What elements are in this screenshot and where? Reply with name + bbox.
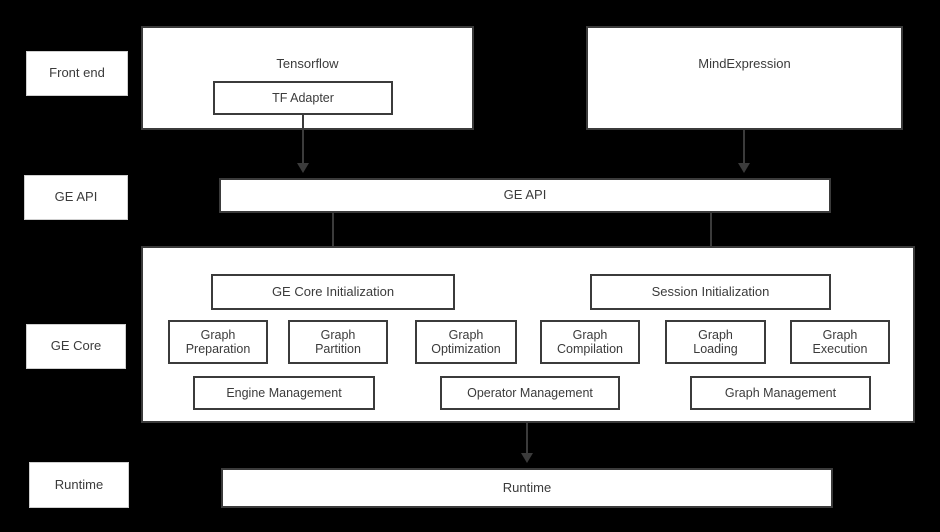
graph-partition-box[interactable]: Graph Partition (288, 320, 388, 364)
session-initialization-box[interactable]: Session Initialization (590, 274, 831, 310)
layer-label-ge-api: GE API (24, 175, 128, 220)
graph-optimization-label: Graph Optimization (431, 327, 501, 356)
graph-optimization-box[interactable]: Graph Optimization (415, 320, 517, 364)
layer-label-ge-api-text: GE API (54, 189, 98, 205)
operator-management-label: Operator Management (467, 385, 593, 400)
layer-label-front-end-text: Front end (49, 65, 105, 81)
graph-execution-box[interactable]: Graph Execution (790, 320, 890, 364)
connector-ge-core-to-runtime (526, 423, 528, 456)
mindexpression-container[interactable]: MindExpression (586, 26, 903, 130)
ge-core-initialization-label: GE Core Initialization (271, 283, 395, 299)
arrowhead-ge-core-to-runtime (521, 453, 533, 463)
connector-ge-api-to-ge-core-init (332, 213, 334, 260)
ge-core-initialization-box[interactable]: GE Core Initialization (211, 274, 455, 310)
tensorflow-label: Tensorflow (276, 56, 339, 71)
graph-preparation-box[interactable]: Graph Preparation (168, 320, 268, 364)
graph-management-label: Graph Management (724, 385, 837, 400)
operator-management-box[interactable]: Operator Management (440, 376, 620, 410)
graph-execution-label: Graph Execution (812, 327, 868, 356)
graph-loading-label: Graph Loading (693, 327, 738, 356)
graph-management-box[interactable]: Graph Management (690, 376, 871, 410)
graph-compilation-label: Graph Compilation (556, 327, 623, 356)
engine-management-box[interactable]: Engine Management (193, 376, 375, 410)
connector-ge-api-to-session-init (710, 213, 712, 260)
mindexpression-label: MindExpression (698, 56, 791, 71)
tf-adapter-label: TF Adapter (272, 90, 334, 105)
layer-label-runtime: Runtime (29, 462, 129, 508)
layer-label-front-end: Front end (26, 51, 128, 96)
runtime-label: Runtime (502, 479, 552, 495)
engine-management-label: Engine Management (226, 385, 342, 400)
session-initialization-label: Session Initialization (651, 283, 770, 299)
tf-adapter-box[interactable]: TF Adapter (213, 81, 393, 115)
layer-label-runtime-text: Runtime (54, 476, 104, 492)
graph-compilation-box[interactable]: Graph Compilation (540, 320, 640, 364)
layer-label-ge-core: GE Core (26, 324, 126, 369)
arrowhead-tf-adapter-to-ge-api (297, 163, 309, 173)
arrowhead-mindexpression-to-ge-api (738, 163, 750, 173)
graph-loading-box[interactable]: Graph Loading (665, 320, 766, 364)
connector-mindexpression-to-ge-api (743, 130, 745, 165)
graph-partition-label: Graph Partition (315, 327, 361, 356)
ge-api-label: GE API (503, 187, 547, 203)
runtime-box[interactable]: Runtime (221, 468, 833, 508)
connector-tf-adapter-to-ge-api (302, 115, 304, 165)
graph-preparation-label: Graph Preparation (185, 327, 251, 356)
ge-api-box[interactable]: GE API (219, 178, 831, 213)
layer-label-ge-core-text: GE Core (50, 338, 102, 354)
